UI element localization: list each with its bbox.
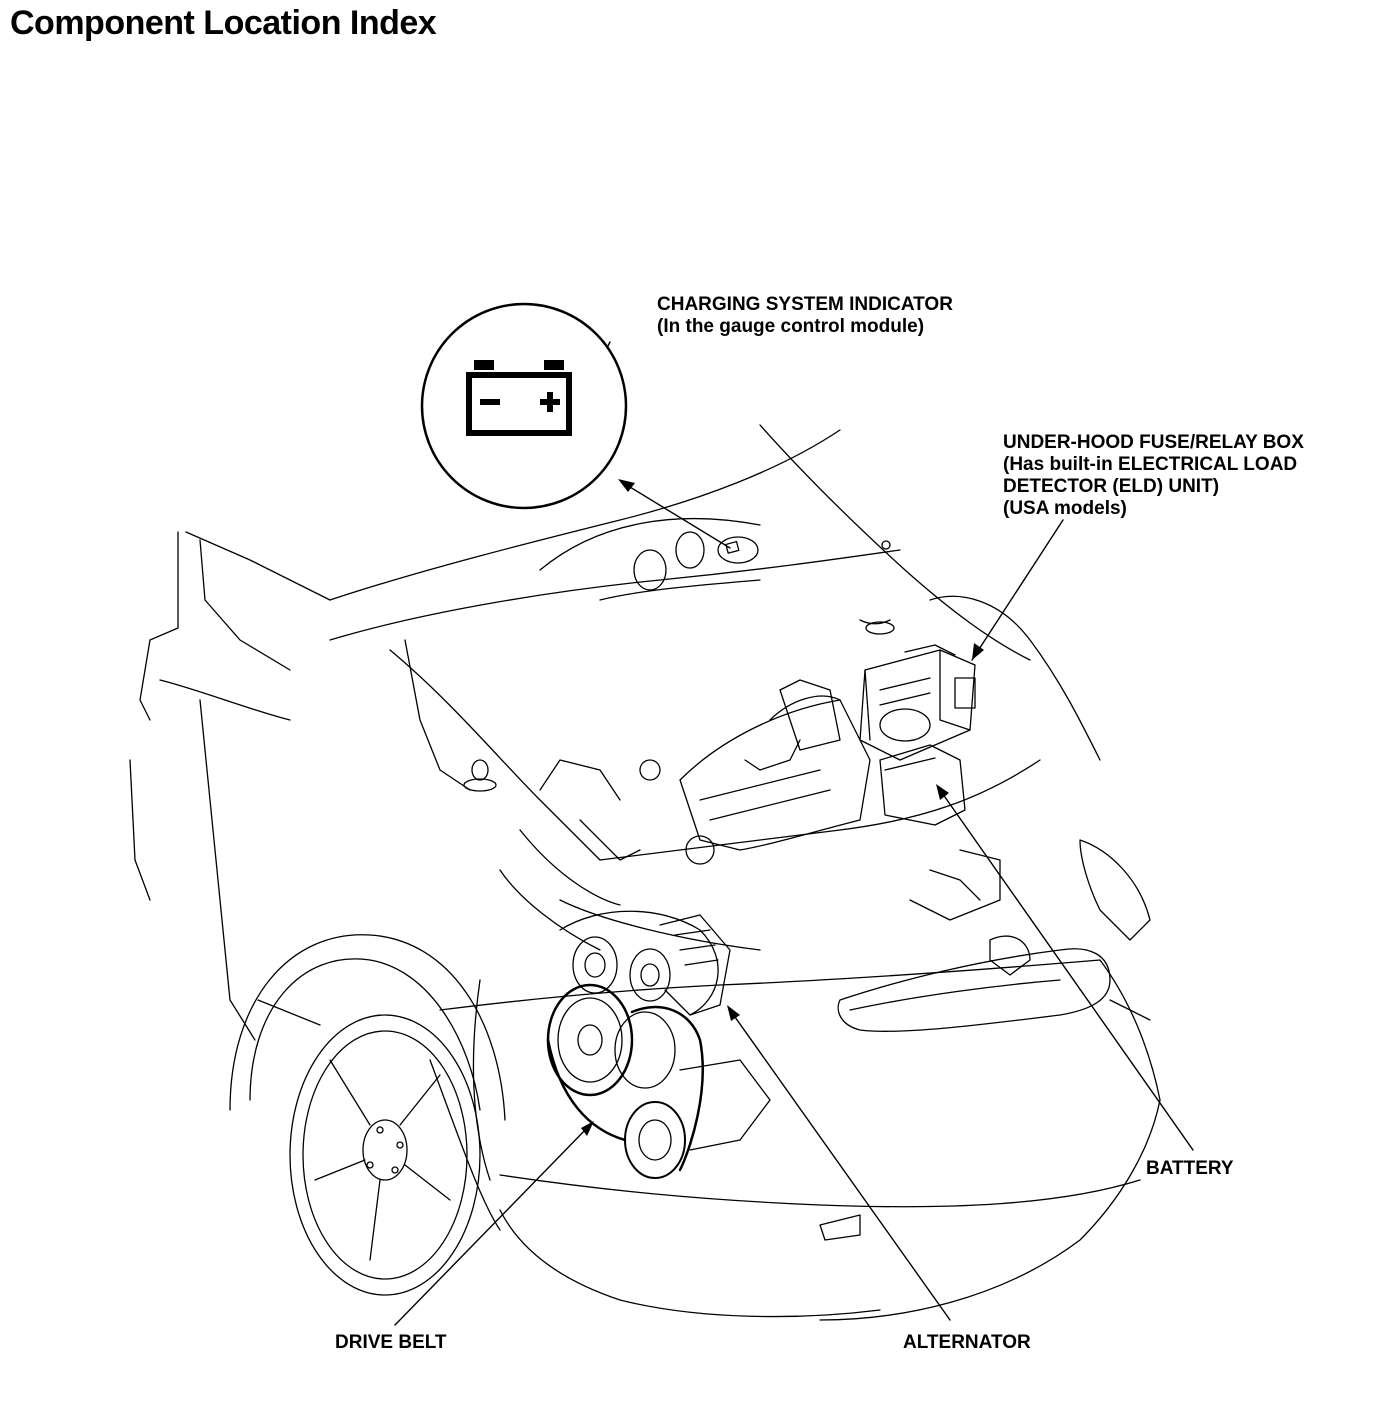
fuse-box-label: UNDER-HOOD FUSE/RELAY BOX (Has built-in … — [1003, 432, 1304, 520]
hood — [329, 424, 1031, 661]
front-wheel — [229, 934, 506, 1296]
charging-indicator-line-2: (In the gauge control module) — [657, 316, 925, 337]
drive-belt-label: DRIVE BELT — [335, 1332, 447, 1353]
front-bumper — [429, 839, 1161, 1321]
charging-indicator-line-1: CHARGING SYSTEM INDICATOR — [657, 294, 953, 315]
alternator-assembly — [559, 910, 731, 1016]
battery-label: BATTERY — [1146, 1158, 1234, 1179]
fuse-relay-box — [859, 644, 976, 761]
indicator-inset — [420, 302, 628, 510]
leader-lines — [394, 341, 1194, 1326]
fuse-box-line-2: (Has built-in ELECTRICAL LOAD — [1003, 454, 1298, 475]
battery-unit — [879, 708, 966, 826]
alternator-label: ALTERNATOR — [903, 1332, 1031, 1353]
fuse-box-line-1: UNDER-HOOD FUSE/RELAY BOX — [1003, 432, 1304, 453]
drive-belt — [546, 983, 771, 1179]
arrowheads — [578, 388, 984, 1136]
charging-indicator-label: CHARGING SYSTEM INDICATOR (In the gauge … — [657, 294, 953, 338]
page-title: Component Location Index — [10, 4, 437, 42]
windshield-frame — [129, 531, 331, 1041]
battery-warning-icon — [466, 360, 572, 436]
fuse-box-line-3: DETECTOR (ELD) UNIT) — [1003, 476, 1220, 497]
fuse-box-line-4: (USA models) — [1003, 498, 1127, 519]
engine-bay — [389, 595, 1101, 921]
